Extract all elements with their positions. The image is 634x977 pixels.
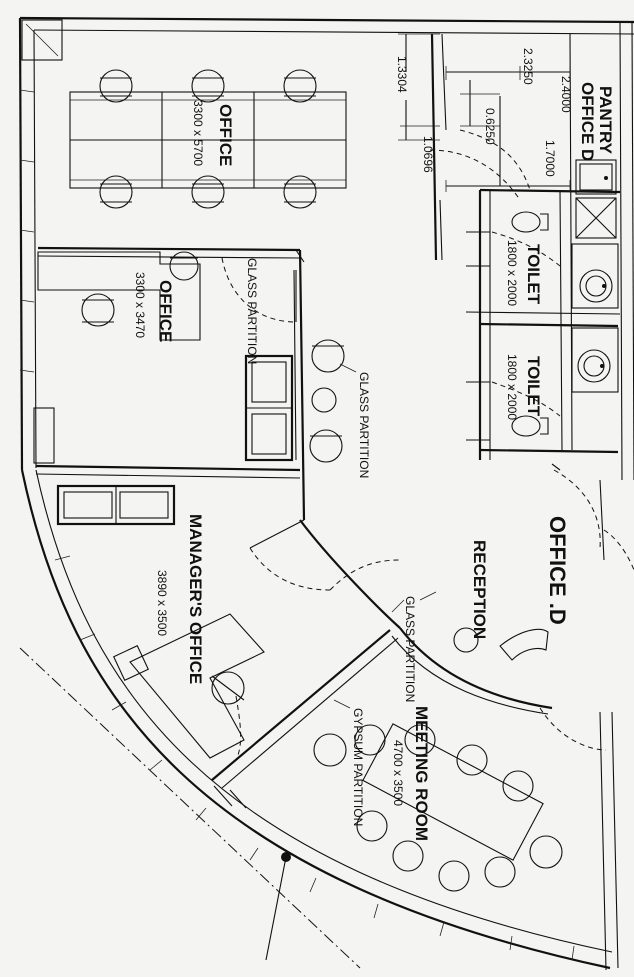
- dim-1-7000: 1.7000: [543, 140, 557, 177]
- dim-0-6250: 0.6250: [483, 108, 497, 145]
- exterior-walls: [18, 16, 634, 971]
- pantry-sub-label: OFFICE D: [578, 82, 597, 161]
- office-mid-size: 3300 x 3470: [133, 272, 147, 338]
- interior-walls: [35, 33, 621, 809]
- sink-icon: [579, 269, 613, 303]
- dim-2-4000: 2.4000: [559, 76, 573, 113]
- office-d-title: OFFICE .D: [545, 516, 570, 625]
- manager-label: MANAGER'S OFFICE: [186, 514, 205, 684]
- gypsum-partition-note: GYPSUM PARTITION: [351, 708, 365, 826]
- meeting-table: [313, 723, 563, 892]
- pantry-fixtures: [571, 159, 619, 393]
- dim-1-3304: 1.3304: [395, 56, 409, 93]
- desk-mid-office: [37, 251, 294, 462]
- glass-partition-note-3: GLASS PARTITION: [403, 596, 417, 702]
- office-top-size: 3300 x 5700: [191, 100, 205, 166]
- manager-furniture: [56, 484, 265, 759]
- glass-partition-note-1: GLASS PARTITION: [245, 258, 259, 364]
- manager-size: 3890 x 3500: [155, 570, 169, 636]
- chair-icon: [99, 69, 317, 209]
- toilet2-label: TOILET: [524, 356, 543, 417]
- glass-partition-note-2: GLASS PARTITION: [357, 372, 371, 478]
- room-labels: OFFICE .D RECEPTION PANTRY OFFICE D OFFI…: [133, 82, 615, 841]
- waiting-chairs: [309, 339, 345, 463]
- dim-2-3250: 2.3250: [521, 48, 535, 85]
- office-mid-label: OFFICE: [156, 280, 175, 342]
- sink-icon: [577, 349, 611, 383]
- reception-desk: [453, 627, 549, 661]
- meeting-label: MEETING ROOM: [412, 706, 431, 841]
- toilet1-label: TOILET: [524, 244, 543, 305]
- meeting-size: 4700 x 3500: [391, 740, 405, 806]
- workstations-top-office: [69, 69, 347, 209]
- doors: [221, 129, 634, 761]
- partition-notes: GLASS PARTITION GLASS PARTITION GLASS PA…: [245, 258, 437, 826]
- toilet1-size: 1800 x 2000: [505, 240, 519, 306]
- reception-label: RECEPTION: [470, 540, 489, 639]
- dim-1-0696: 1.0696: [421, 136, 435, 173]
- office-top-label: OFFICE: [216, 104, 235, 166]
- pantry-label: PANTRY: [596, 86, 615, 155]
- dimension-text: 1.3304 2.3250 2.4000 0.6250 1.0696 1.700…: [395, 48, 573, 177]
- toilet-fixtures: [511, 211, 613, 437]
- toilet2-size: 1800 x 2000: [505, 354, 519, 420]
- dimension-lines: [398, 33, 571, 192]
